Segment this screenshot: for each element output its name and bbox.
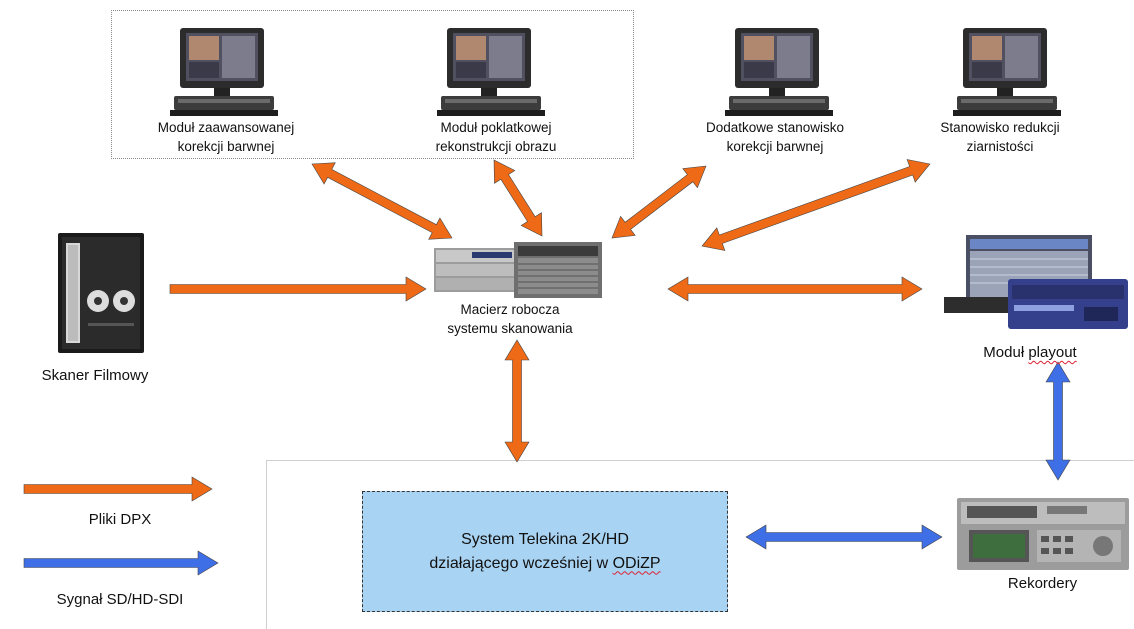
legend-label-dpx: Pliki DPX [88,511,152,528]
label-line-2: systemu skanowania [447,321,573,336]
arrow-extra-cc-to-storage [611,165,707,239]
film-scanner [58,233,144,353]
arrow-scanner-to-storage [169,276,427,302]
workstation-label: Stanowisko redukcji ziarnistości [880,118,1120,156]
film-scanner-icon [58,233,144,353]
workstation-grain-reduction [953,26,1063,118]
vtr-recorder-icon [957,498,1129,570]
legend-label-sdi: Sygnał SD/HD-SDI [56,591,184,608]
telekina-system-box: System Telekina 2K/HD działającego wcześ… [362,491,728,612]
playout-server-icon [944,235,1128,329]
label-line-2: korekcji barwnej [726,139,824,154]
computer-workstation-icon [437,28,545,116]
computer-workstation-icon [725,28,833,116]
storage-array-label: Macierz robocza systemu skanowania [400,300,620,338]
label-line-1: Moduł poklatkowej [440,120,552,135]
server-rack-icon [434,242,602,298]
arrow-storage-to-telekina [504,339,530,463]
telekina-line-2: działającego wcześniej w ODiZP [429,552,660,576]
label-line-2: korekcji barwnej [177,139,275,154]
playout-module-label: Moduł playout [940,343,1120,362]
label-line-1: Dodatkowe stanowisko [705,120,845,135]
workstation-label: Moduł zaawansowanej korekcji barwnej [106,118,346,156]
storage-array [432,242,604,300]
label-line-1: Moduł zaawansowanej [157,120,295,135]
recorders-label: Rekordery [1007,575,1078,592]
telekina-system-area [266,460,1134,629]
workstation-color-correction-extra [725,26,835,118]
label-line-2: rekonstrukcji obrazu [435,139,557,154]
film-scanner-label: Skaner Filmowy [41,367,149,384]
workstation-label: Dodatkowe stanowisko korekcji barwnej [655,118,895,156]
workstation-frame-reconstruction [437,26,547,118]
workstation-group-box [111,10,634,159]
arrow-advanced-cc-to-storage [311,162,453,240]
legend-arrow-sdi [23,550,219,576]
computer-workstation-icon [953,28,1061,116]
playout-module [944,235,1134,337]
legend-arrow-dpx [23,476,213,502]
arrow-grain-reduction-to-storage [701,159,931,251]
telekina-line-1: System Telekina 2K/HD [461,530,629,548]
computer-workstation-icon [170,28,278,116]
label-prefix: Moduł [983,344,1029,361]
telekina-line-2-flagged: ODiZP [612,554,661,572]
arrow-storage-to-playout [667,276,923,302]
arrow-telekina-to-recorders [745,524,943,550]
arrow-reconstruction-to-storage [493,159,543,237]
label-line-2: ziarnistości [966,139,1034,154]
label-flagged-word: playout [1028,344,1077,361]
label-line-1: Stanowisko redukcji [940,120,1060,135]
telekina-line-2-prefix: działającego wcześniej w [429,554,613,572]
arrow-playout-to-recorders [1045,361,1071,481]
workstation-color-correction-advanced [170,26,280,118]
workstation-label: Moduł poklatkowej rekonstrukcji obrazu [376,118,616,156]
label-line-1: Macierz robocza [460,302,560,317]
recorders [957,498,1129,570]
